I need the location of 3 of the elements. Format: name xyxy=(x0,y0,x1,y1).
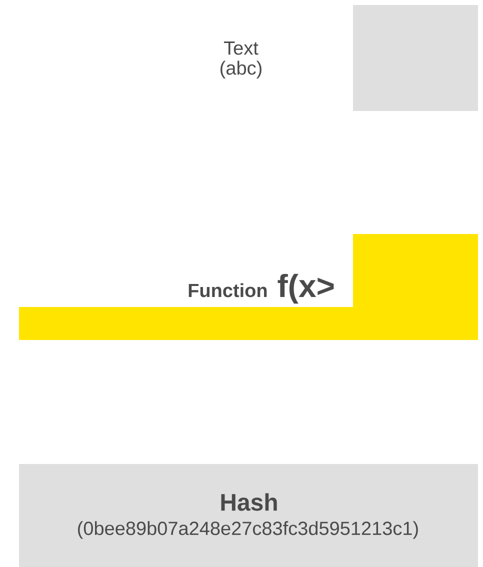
text-label: Text (abc) xyxy=(220,42,262,78)
info-box: Hash (0bee89b07a248e27c83fc3d5951213c1) xyxy=(19,464,478,567)
empty-box xyxy=(353,5,478,111)
